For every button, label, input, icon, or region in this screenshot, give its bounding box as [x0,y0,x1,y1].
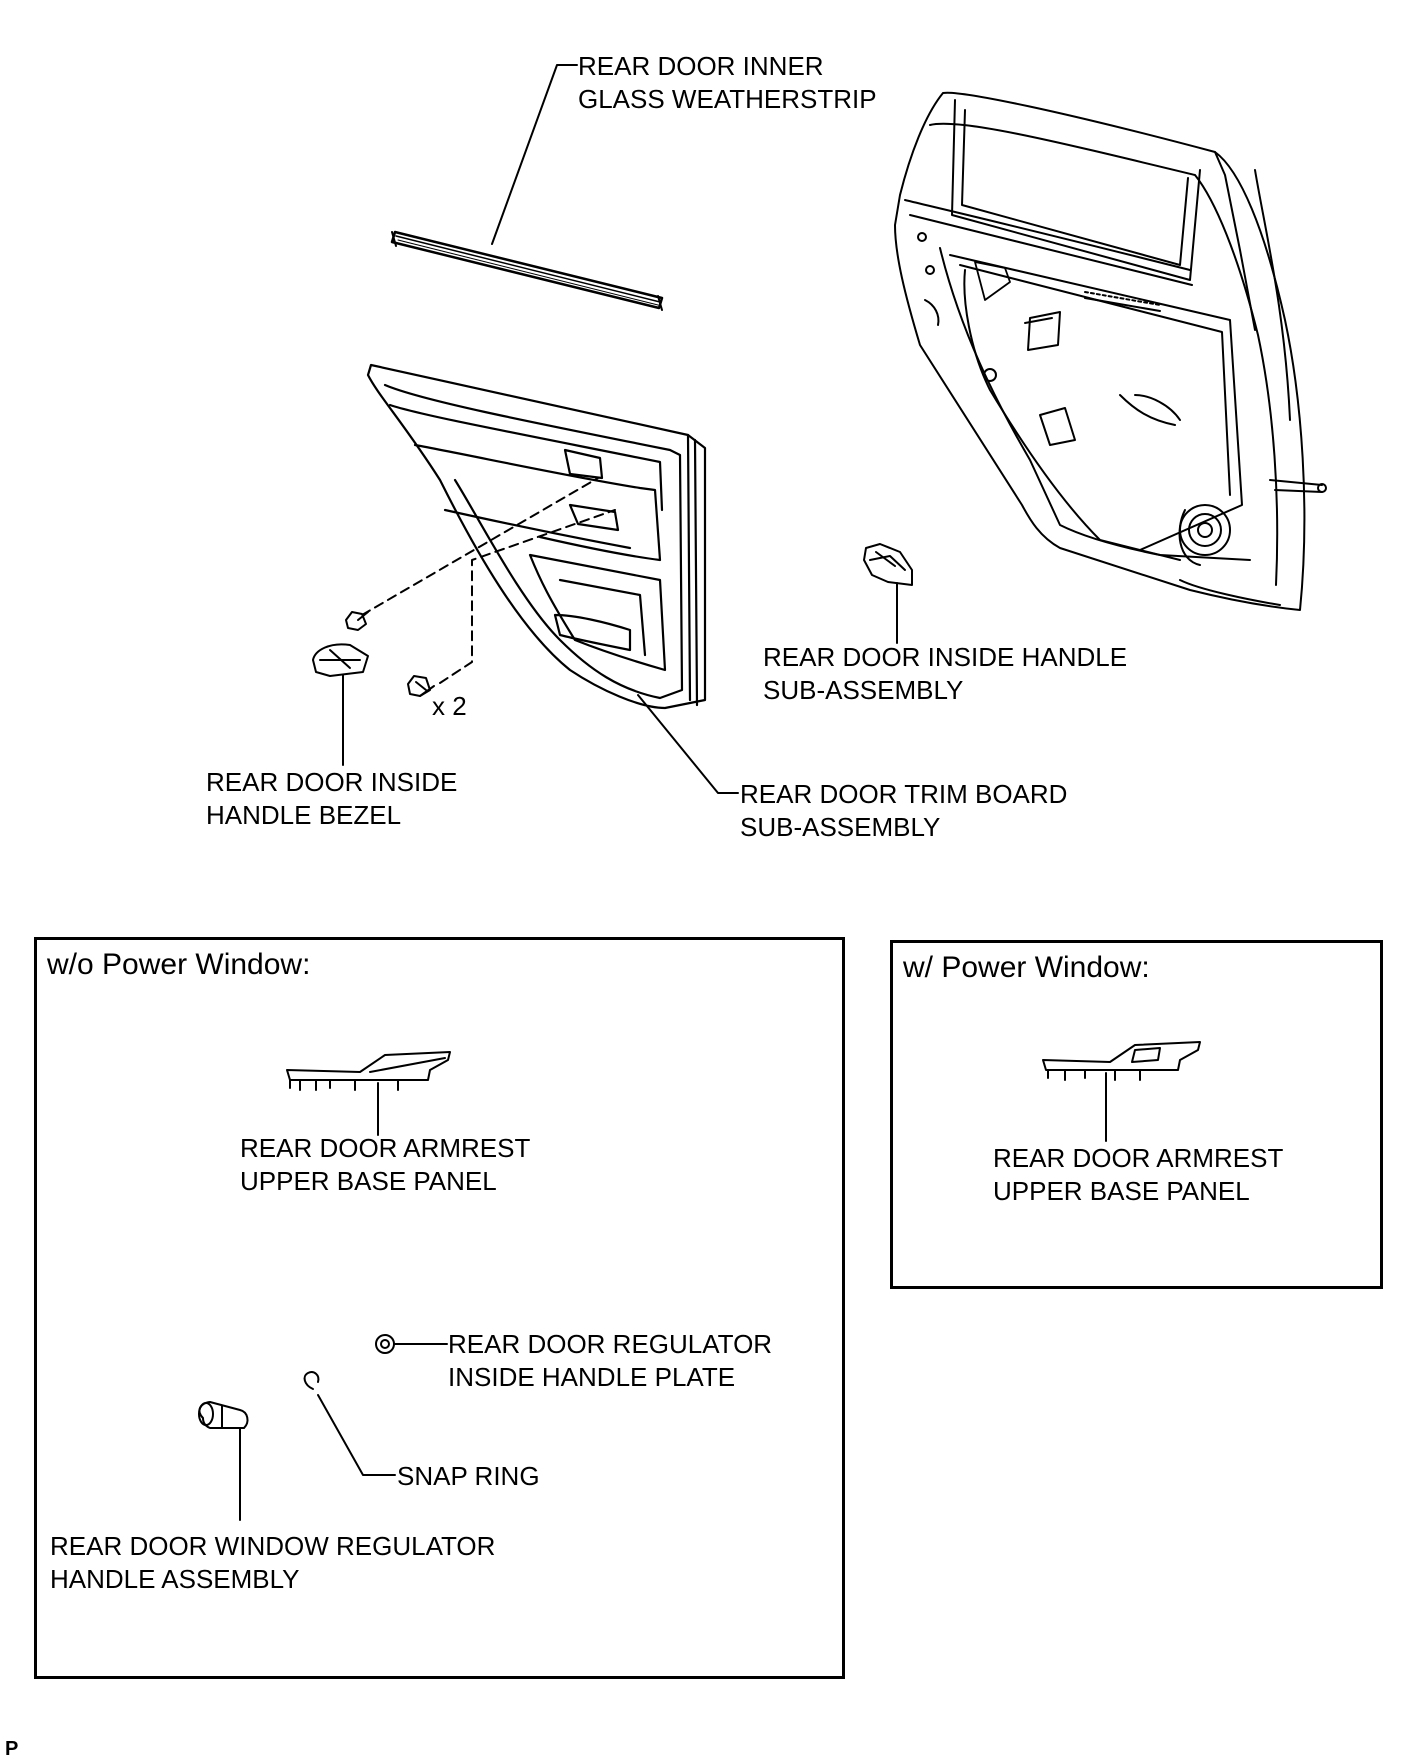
screw-part [345,611,369,631]
label-snap-ring: SNAP RING [397,1461,540,1491]
label-window-handle: REAR DOOR WINDOW REGULATOR HANDLE ASSEMB… [50,1531,496,1594]
label-quantity: x 2 [432,691,467,721]
label-armrest-wo: REAR DOOR ARMREST UPPER BASE PANEL [240,1133,531,1196]
label-regulator-plate: REAR DOOR REGULATOR INSIDE HANDLE PLATE [448,1329,773,1392]
window-handle-part [198,1401,249,1429]
screw-path-dashed [439,509,616,684]
inside-handle-part [863,543,913,586]
armrest-part-wo [286,1051,451,1091]
snap-ring-leader [317,1394,396,1476]
box-without-power-window: w/o Power Window: [34,937,845,1679]
weatherstrip-part [390,230,664,311]
door-panel-part [894,91,1327,611]
screw-pair-part [407,675,435,697]
label-inside-handle: REAR DOOR INSIDE HANDLE SUB-ASSEMBLY [763,642,1128,705]
weatherstrip-leader [491,64,578,245]
label-weatherstrip: REAR DOOR INNER GLASS WEATHERSTRIP [578,51,877,114]
trim-board-leader [637,694,739,794]
armrest-part-w [1042,1041,1201,1081]
snap-ring-part [303,1371,320,1390]
label-trim-board: REAR DOOR TRIM BOARD SUB-ASSEMBLY [740,779,1068,842]
regulator-plate-part [375,1334,395,1354]
screw-path-dashed [361,477,599,616]
label-armrest-w: REAR DOOR ARMREST UPPER BASE PANEL [993,1143,1284,1206]
corner-mark: P [5,1738,19,1760]
box-title-without-power-window: w/o Power Window: [47,948,311,981]
bezel-part [312,643,369,677]
trim-board-part [366,363,707,710]
box-with-power-window: w/ Power Window: [890,940,1383,1289]
label-bezel: REAR DOOR INSIDE HANDLE BEZEL [206,767,458,830]
box-title-with-power-window: w/ Power Window: [903,951,1150,984]
